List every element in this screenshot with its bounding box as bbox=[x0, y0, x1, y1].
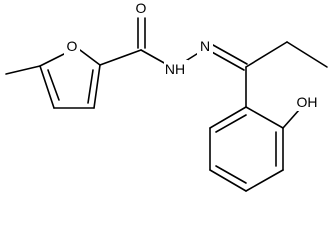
bond-c2-c3-inner bbox=[87, 69, 94, 104]
bond-c5-o1 bbox=[39, 53, 65, 67]
bond-c2-carbonyl bbox=[99, 49, 142, 66]
atom-oh-hydroxyl: OH bbox=[297, 94, 318, 110]
bond-ar4-ar5 bbox=[209, 169, 247, 192]
atom-o-furan: O bbox=[67, 38, 78, 54]
bond-n-c-b bbox=[209, 50, 245, 71]
atom-o-carbonyl: O bbox=[136, 0, 147, 16]
bond-ch2-ch3 bbox=[286, 41, 328, 68]
bond-ar1-ar2 bbox=[245, 106, 284, 129]
bond-ar6-ar1 bbox=[209, 106, 247, 129]
bond-c-ch2 bbox=[245, 41, 288, 68]
bond-ar4-ar5-inner bbox=[215, 165, 247, 184]
bond-c4-c5-inner bbox=[47, 69, 60, 101]
bond-ar3-ar4 bbox=[245, 169, 284, 192]
bond-ar2-oh bbox=[282, 109, 300, 129]
bond-c2-c3 bbox=[93, 64, 101, 109]
bond-carbonyl-nh bbox=[140, 49, 167, 65]
bond-ar6-ar1-inner bbox=[215, 114, 247, 133]
bond-c4-c5 bbox=[39, 65, 55, 109]
bond-o1-c2 bbox=[79, 49, 101, 66]
atom-n-imine: N bbox=[200, 38, 210, 54]
bond-methyl-c5 bbox=[5, 65, 41, 75]
atom-nh-amide: NH bbox=[165, 61, 185, 77]
molecule-structure: O O NH N OH bbox=[5, 0, 328, 192]
bond-n-c-a bbox=[212, 44, 248, 65]
